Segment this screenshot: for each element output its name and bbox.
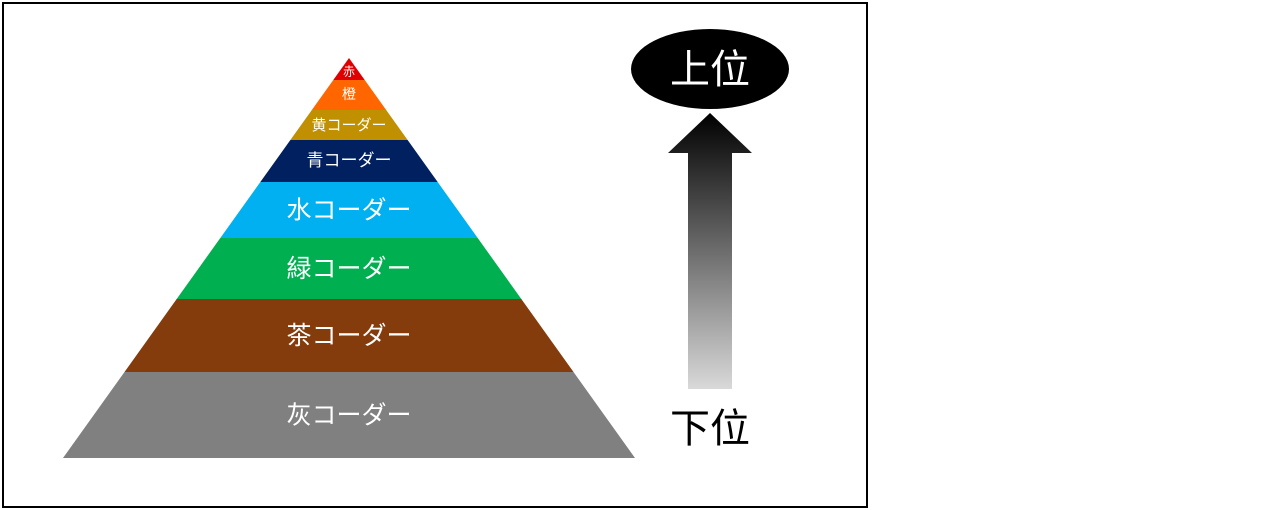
tier-yellow-label: 黄コーダー <box>311 116 386 134</box>
tier-blue-label: 青コーダー <box>307 151 392 171</box>
diagram-frame <box>2 2 868 508</box>
tier-red-label: 赤 <box>343 65 355 79</box>
bottom-rank-label: 下位 <box>670 406 750 452</box>
pyramid: 赤 橙 黄コーダー 青コーダー 水コーダー 緑コーダー 茶コーダー 灰コーダー <box>63 58 635 458</box>
tier-orange <box>311 80 387 110</box>
top-rank-badge <box>631 29 789 109</box>
tier-cyan <box>220 182 478 238</box>
tier-cyan-label: 水コーダー <box>286 196 411 225</box>
tier-blue <box>260 140 438 182</box>
rank-indicator: 上位 下位 <box>631 29 789 452</box>
tier-gray-label: 灰コーダー <box>286 401 411 430</box>
top-rank-label: 上位 <box>670 47 750 93</box>
tier-green <box>176 238 522 299</box>
tier-brown <box>124 299 574 372</box>
tier-orange-label: 橙 <box>342 87 356 103</box>
tier-red <box>333 58 365 80</box>
tier-green-label: 緑コーダー <box>286 254 411 283</box>
tier-yellow <box>290 110 408 140</box>
tier-brown-label: 茶コーダー <box>286 321 411 350</box>
rank-up-arrow-icon <box>668 113 752 389</box>
tier-gray <box>63 372 635 458</box>
